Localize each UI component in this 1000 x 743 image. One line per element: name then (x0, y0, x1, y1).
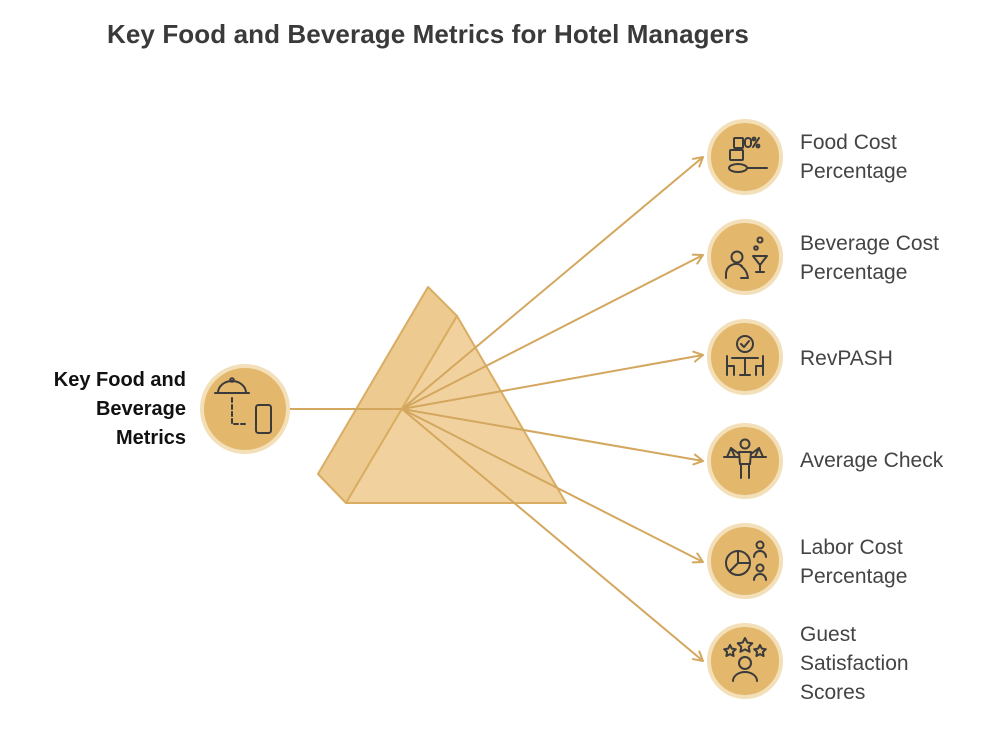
metric-label-guest-satisfaction: Guest Satisfaction Scores (800, 620, 909, 707)
metric-label-line: RevPASH (800, 347, 893, 370)
metric-label-beverage-cost: Beverage Cost Percentage (800, 229, 939, 287)
beverage-cocktail-icon (725, 236, 768, 279)
ray-revpash (401, 350, 704, 410)
metric-label-line: Food Cost (800, 131, 897, 154)
source-label-line: Key Food and (53, 369, 186, 391)
metric-label-line: Average Check (800, 449, 944, 472)
metric-label-line: Beverage Cost (800, 232, 939, 255)
metric-node-labor-cost (707, 523, 783, 599)
prism (317, 286, 567, 504)
metric-label-line: Scores (800, 681, 866, 704)
metric-node-beverage-cost (707, 219, 783, 295)
pie-chart-people-icon (725, 540, 767, 581)
metric-label-line: Percentage (800, 261, 908, 284)
dining-table-seats-icon (726, 335, 764, 376)
ray-guest-satisfaction (401, 408, 704, 662)
metric-label-line: Percentage (800, 565, 908, 588)
ray-average-check (401, 408, 704, 466)
source-label-line: Beverage (95, 398, 186, 420)
metric-label-food-cost: Food Cost Percentage (800, 128, 907, 186)
metric-label-average-check: Average Check (800, 446, 943, 475)
metric-label-revpash: RevPASH (800, 344, 893, 373)
metric-label-line: Percentage (800, 160, 908, 183)
person-stars-icon (723, 637, 767, 682)
food-service-cloche-phone-icon (214, 377, 272, 434)
source-label-line: Metrics (115, 427, 186, 449)
metric-node-guest-satisfaction (707, 623, 783, 699)
metric-label-labor-cost: Labor Cost Percentage (800, 533, 907, 591)
metric-label-line: Labor Cost (800, 536, 903, 559)
page-title: Key Food and Beverage Metrics for Hotel … (107, 19, 749, 49)
ray-food-cost (401, 156, 704, 410)
metric-node-revpash (707, 319, 783, 395)
ray-labor-cost (401, 408, 704, 564)
metric-label-line: Satisfaction (800, 652, 909, 675)
metric-node-average-check (707, 423, 783, 499)
ray-beverage-cost (401, 253, 704, 410)
metric-label-line: Guest (800, 623, 857, 646)
ray-group (401, 156, 704, 662)
source-label: Key Food and Beverage Metrics (54, 366, 186, 453)
person-balance-icon (723, 438, 767, 479)
metric-node-food-cost (707, 119, 783, 195)
food-cost-percent-icon (728, 136, 768, 173)
source-node (200, 364, 290, 454)
